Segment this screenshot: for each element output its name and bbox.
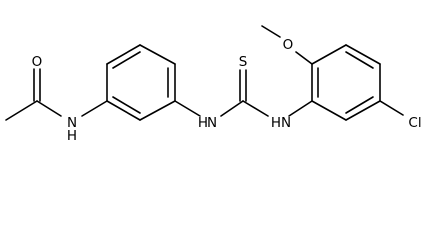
atom-h-thiourea-left: H (198, 115, 208, 131)
atom-n-amide: N (67, 115, 77, 131)
ring2-bond-6 (311, 100, 347, 121)
ring1-inner-1 (112, 51, 141, 69)
atom-s-thiocarbonyl: S (239, 54, 248, 70)
bond-o-methyl (261, 25, 281, 38)
atom-o-carbonyl: O (32, 54, 43, 70)
ring2-inner-3 (345, 96, 374, 114)
bonds (5, 25, 404, 121)
bond-carbonyl-nh (36, 100, 62, 117)
ring2-bond-3 (345, 44, 381, 65)
ring1-bond-6 (106, 100, 141, 121)
bond-methyl-carbonyl (5, 100, 38, 121)
structure-svg: O N H N H S N H O Cl (5, 25, 422, 142)
atom-o-methoxy: O (283, 37, 294, 53)
ring1-bond-5 (139, 100, 176, 121)
ring1-inner-3 (112, 96, 141, 114)
ring2-bond-2 (311, 44, 347, 65)
atom-n-thiourea-left: N (207, 115, 217, 131)
bond-thiocarbonyl-nh (242, 100, 269, 117)
ring1-bond-2 (106, 44, 141, 65)
atom-h-thiourea-right: H (271, 115, 281, 131)
atom-h-amide: H (67, 128, 77, 142)
atom-n-thiourea-right: N (281, 115, 291, 131)
ring2-bond-5 (345, 100, 381, 121)
atom-labels: O N H N H S N H O Cl (32, 37, 422, 142)
structure-diagram: O N H N H S N H O Cl (5, 25, 422, 142)
bond-nh-ring1 (81, 100, 108, 117)
atom-cl: Cl (408, 115, 421, 131)
bond-nh-ring2 (288, 100, 313, 117)
ring2-inner-2 (345, 51, 374, 69)
bond-ring2-cl (379, 100, 404, 116)
bond-nh-thiocarbonyl (220, 100, 244, 117)
bond-ring1-nh (174, 100, 201, 117)
ring1-bond-3 (139, 44, 176, 65)
bond-ring2-o (295, 51, 313, 65)
